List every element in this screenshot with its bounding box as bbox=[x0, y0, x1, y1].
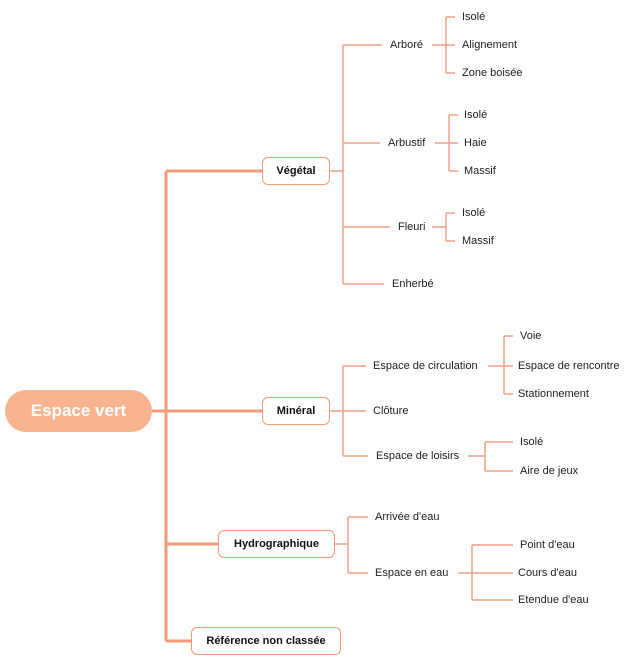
node-arbustif[interactable]: Arbustif bbox=[388, 137, 426, 149]
node-enherbe[interactable]: Enherbé bbox=[392, 278, 434, 290]
node-espace-de-circulation[interactable]: Espace de circulation bbox=[373, 360, 478, 372]
root-node[interactable]: Espace vert bbox=[5, 390, 152, 432]
node-espace-de-rencontre[interactable]: Espace de rencontre bbox=[518, 360, 620, 372]
node-arbustif-isole[interactable]: Isolé bbox=[464, 109, 488, 121]
node-vegetal[interactable]: Végétal bbox=[262, 157, 330, 185]
node-espace-en-eau[interactable]: Espace en eau bbox=[375, 567, 449, 579]
node-arbustif-massif[interactable]: Massif bbox=[464, 165, 496, 177]
node-voie[interactable]: Voie bbox=[520, 330, 542, 342]
node-espace-de-loisirs[interactable]: Espace de loisirs bbox=[376, 450, 460, 462]
node-arbore-alignement[interactable]: Alignement bbox=[462, 39, 518, 51]
node-aire-de-jeux[interactable]: Aire de jeux bbox=[520, 465, 579, 477]
node-fleuri[interactable]: Fleuri bbox=[398, 221, 426, 233]
node-cloture[interactable]: Clôture bbox=[373, 405, 409, 417]
node-cours-d-eau[interactable]: Cours d'eau bbox=[518, 567, 577, 579]
node-reference-non-classee[interactable]: Référence non classée bbox=[191, 627, 341, 655]
node-arbore-isole[interactable]: Isolé bbox=[462, 11, 486, 23]
node-hydrographique[interactable]: Hydrographique bbox=[218, 530, 335, 558]
node-arbore-zone-boisee[interactable]: Zone boisée bbox=[462, 67, 523, 79]
node-fleuri-isole[interactable]: Isolé bbox=[462, 207, 486, 219]
node-fleuri-massif[interactable]: Massif bbox=[462, 235, 494, 247]
node-etendue-d-eau[interactable]: Etendue d'eau bbox=[518, 594, 589, 606]
node-arbustif-haie[interactable]: Haie bbox=[464, 137, 487, 149]
node-loisirs-isole[interactable]: Isolé bbox=[520, 436, 544, 448]
node-arbore[interactable]: Arboré bbox=[390, 39, 424, 51]
node-point-d-eau[interactable]: Point d'eau bbox=[520, 539, 575, 551]
node-stationnement[interactable]: Stationnement bbox=[518, 388, 589, 400]
node-arrivee-d-eau[interactable]: Arrivée d'eau bbox=[375, 511, 440, 523]
node-mineral[interactable]: Minéral bbox=[262, 397, 330, 425]
